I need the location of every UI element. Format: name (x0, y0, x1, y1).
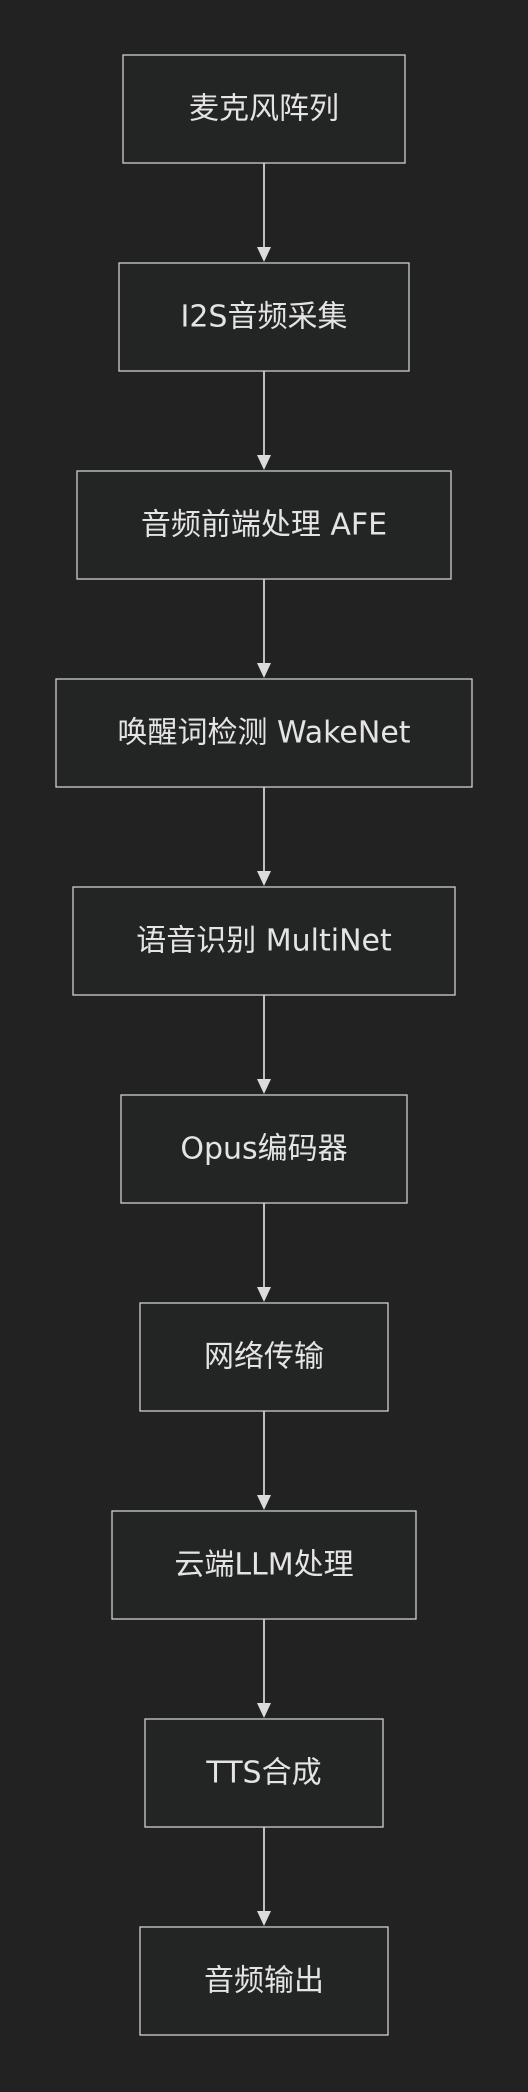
flow-node-box (139, 1926, 389, 2036)
flow-node-label: 麦克风阵列 (189, 92, 339, 127)
flow-node-label: 音频输出 (204, 1964, 324, 1999)
flow-edge-mic-array-to-i2s-capture (257, 163, 271, 262)
flowchart-edges (257, 163, 271, 1926)
arrow-down-icon (257, 1911, 271, 1926)
flow-node-label: 网络传输 (204, 1340, 324, 1375)
flow-node-tts: TTS合成 (144, 1718, 384, 1828)
flow-node-network: 网络传输 (139, 1302, 389, 1412)
flow-edge-afe-to-wakenet (257, 579, 271, 678)
flow-node-box (120, 1094, 408, 1204)
flow-node-multinet: 语音识别 MultiNet (72, 886, 456, 996)
flow-node-box (122, 54, 406, 164)
flow-edge-cloud-llm-to-tts (257, 1619, 271, 1718)
flow-node-box (72, 886, 456, 996)
flow-node-label: 音频前端处理 AFE (141, 508, 387, 543)
flow-node-label: 语音识别 MultiNet (136, 924, 392, 959)
flow-edge-wakenet-to-multinet (257, 787, 271, 886)
flow-edge-i2s-capture-to-afe (257, 371, 271, 470)
flow-node-cloud-llm: 云端LLM处理 (111, 1510, 417, 1620)
arrow-down-icon (257, 1495, 271, 1510)
arrow-down-icon (257, 1079, 271, 1094)
flow-node-afe: 音频前端处理 AFE (76, 470, 452, 580)
arrow-down-icon (257, 871, 271, 886)
flow-node-label: 唤醒词检测 WakeNet (117, 716, 410, 751)
arrow-down-icon (257, 663, 271, 678)
flow-node-opus: Opus编码器 (120, 1094, 408, 1204)
flow-node-label: TTS合成 (205, 1756, 321, 1791)
flow-node-box (55, 678, 473, 788)
arrow-down-icon (257, 1287, 271, 1302)
flow-edge-tts-to-audio-out (257, 1827, 271, 1926)
flow-node-label: Opus编码器 (180, 1132, 347, 1167)
flow-edge-multinet-to-opus (257, 995, 271, 1094)
flow-node-box (144, 1718, 384, 1828)
flow-edge-network-to-cloud-llm (257, 1411, 271, 1510)
flow-node-label: I2S音频采集 (181, 300, 348, 335)
flow-node-wakenet: 唤醒词检测 WakeNet (55, 678, 473, 788)
flow-edge-opus-to-network (257, 1203, 271, 1302)
flow-node-box (139, 1302, 389, 1412)
flow-node-box (118, 262, 410, 372)
flow-node-audio-out: 音频输出 (139, 1926, 389, 2036)
flow-node-label: 云端LLM处理 (174, 1548, 353, 1583)
arrow-down-icon (257, 1703, 271, 1718)
flow-node-box (111, 1510, 417, 1620)
arrow-down-icon (257, 247, 271, 262)
flow-node-box (76, 470, 452, 580)
flow-node-mic-array: 麦克风阵列 (122, 54, 406, 164)
arrow-down-icon (257, 455, 271, 470)
flow-node-i2s-capture: I2S音频采集 (118, 262, 410, 372)
